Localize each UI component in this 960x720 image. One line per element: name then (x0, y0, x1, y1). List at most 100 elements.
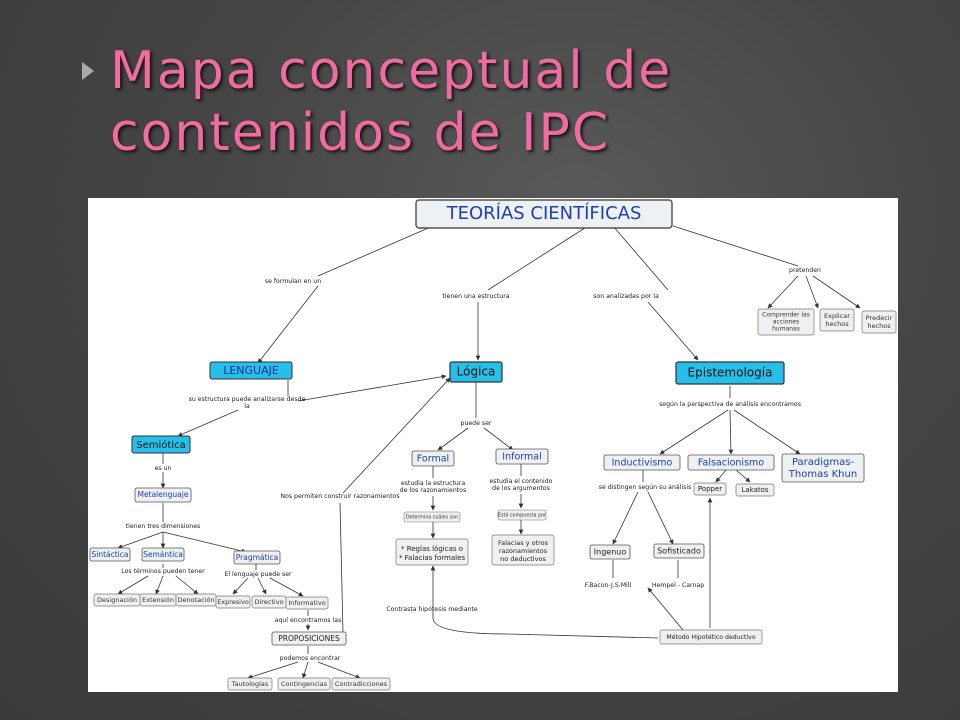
svg-text:* Reglas lógicas o: * Reglas lógicas o (401, 545, 463, 553)
label-podemos: podemos encontrar (280, 655, 341, 662)
node-popper[interactable]: Popper (693, 482, 727, 496)
node-logica[interactable]: Lógica (449, 361, 503, 383)
node-extension[interactable]: Extensión (139, 593, 177, 607)
concept-map: TEORÍAS CIENTÍFICAS LENGUAJE Lógica Epis… (89, 199, 897, 691)
node-paradigmas[interactable]: Paradigmas- Thomas Khun (781, 453, 865, 483)
svg-text:Inductivismo: Inductivismo (612, 458, 673, 469)
bullet-arrow-icon (82, 62, 94, 80)
svg-text:Determina cuáles son: Determina cuáles son (406, 514, 458, 521)
svg-text:Epistemología: Epistemología (688, 366, 773, 380)
svg-text:Sintáctica: Sintáctica (91, 550, 128, 559)
svg-text:Predecir: Predecir (866, 314, 893, 322)
node-pragmatica[interactable]: Pragmática (233, 550, 281, 565)
node-predecir[interactable]: Predecir hechos (861, 310, 897, 334)
svg-text:Popper: Popper (698, 485, 722, 493)
label-analizarse-1: su estructura puede analizarse desde (189, 396, 306, 403)
node-lenguaje[interactable]: LENGUAJE (209, 361, 293, 380)
node-metodo[interactable]: Método Hipotético deductivo (659, 629, 763, 645)
label-hempel: Hempel - Carnap (652, 582, 704, 589)
node-contingencias[interactable]: Contingencias (277, 677, 331, 691)
svg-text:Thomas Khun: Thomas Khun (788, 469, 857, 480)
label-analizarse-2: la (244, 403, 250, 410)
svg-text:Lógica: Lógica (457, 365, 496, 379)
label-estudia-1b: de los razonamientos (400, 487, 466, 494)
svg-text:Tautologías: Tautologías (231, 680, 269, 688)
label-pretenden: pretenden (789, 267, 821, 274)
svg-text:Contradicciones: Contradicciones (335, 680, 388, 688)
node-explicar[interactable]: Explicar hechos (819, 308, 855, 332)
node-falsacionismo[interactable]: Falsacionismo (687, 454, 775, 471)
node-informativo[interactable]: Informativo (285, 596, 329, 610)
node-comprender[interactable]: Comprender las acciones humanas (757, 308, 815, 336)
label-aqui: aquí encontramos las (275, 616, 342, 624)
label-estructura: tienen una estructura (442, 293, 509, 300)
label-estudia-2a: estudia el contenido (490, 478, 553, 485)
svg-text:Comprender las: Comprender las (762, 312, 810, 319)
svg-text:Falacias y otros: Falacias y otros (498, 539, 549, 547)
node-teorias-cientificas[interactable]: TEORÍAS CIENTÍFICAS (415, 199, 673, 229)
link-labels: se formulan en un tienen una estructura … (121, 267, 821, 662)
label-estudia-2b: de los argumentos (492, 485, 550, 492)
node-ingenuo[interactable]: Ingenuo (589, 544, 631, 560)
node-falacias[interactable]: Falacias y otros razonamientos no deduct… (491, 534, 555, 566)
svg-text:Explicar: Explicar (824, 312, 850, 320)
node-designacion[interactable]: Designación (93, 593, 141, 607)
node-sintactica[interactable]: Sintáctica (89, 547, 131, 562)
svg-text:* Falacias formales: * Falacias formales (399, 554, 465, 562)
label-estudia-1a: estudia la estructura (401, 480, 465, 487)
svg-text:Contingencias: Contingencias (281, 680, 328, 688)
node-denotacion[interactable]: Denotación (175, 593, 217, 607)
svg-text:razonamientos: razonamientos (499, 547, 548, 555)
label-lenguaje-puede: El lenguaje puede ser (224, 571, 292, 578)
label-permiten: Nos permiten construir razonamientos (280, 493, 399, 500)
node-inductivismo[interactable]: Inductivismo (603, 454, 681, 471)
svg-text:Denotación: Denotación (177, 596, 214, 604)
node-sofisticado[interactable]: Sofisticado (653, 543, 705, 559)
svg-text:Directivo: Directivo (254, 598, 283, 606)
svg-text:Semiótica: Semiótica (136, 439, 185, 451)
svg-text:no deductivos: no deductivos (500, 555, 546, 563)
title-line-2: contenidos de IPC (110, 103, 611, 163)
node-semantica[interactable]: Semántica (141, 547, 185, 562)
svg-text:acciones: acciones (773, 319, 799, 326)
label-tienentres: tienen tres dimensiones (126, 523, 200, 530)
svg-text:hechos: hechos (867, 322, 891, 330)
concept-map-frame: TEORÍAS CIENTÍFICAS LENGUAJE Lógica Epis… (88, 198, 898, 692)
svg-text:Paradigmas-: Paradigmas- (792, 457, 855, 468)
node-lakatos[interactable]: Lakatos (735, 483, 775, 497)
svg-text:Designación: Designación (97, 596, 137, 604)
svg-text:Método Hipotético deductivo: Método Hipotético deductivo (666, 633, 755, 641)
node-expresivo[interactable]: Expresivo (215, 595, 251, 609)
edges (117, 225, 861, 679)
svg-text:TEORÍAS CIENTÍFICAS: TEORÍAS CIENTÍFICAS (446, 202, 642, 224)
svg-text:Informativo: Informativo (288, 599, 325, 607)
svg-text:Lakatos: Lakatos (741, 486, 768, 494)
svg-text:Formal: Formal (417, 454, 449, 465)
node-formal[interactable]: Formal (411, 450, 455, 467)
node-compuesta[interactable]: Está compuesta por (497, 509, 547, 521)
node-contradicciones[interactable]: Contradicciones (331, 677, 391, 691)
node-directivo[interactable]: Directivo (251, 595, 287, 609)
label-bacon: F.Bacon-J.S.Mill (585, 582, 632, 589)
svg-text:hechos: hechos (825, 320, 849, 328)
svg-text:LENGUAJE: LENGUAJE (223, 364, 279, 377)
page-title: Mapa conceptual de contenidos de IPC (110, 40, 930, 164)
node-semiotica[interactable]: Semiótica (131, 435, 191, 454)
node-metalenguaje[interactable]: Metalenguaje (134, 487, 192, 503)
label-contrasta: Contrasta hipótesis mediante (386, 605, 478, 613)
node-reglas[interactable]: * Reglas lógicas o * Falacias formales (395, 538, 469, 566)
svg-text:Semántica: Semántica (143, 550, 183, 559)
label-perspectiva: según la perspectiva de análisis encontr… (659, 400, 801, 408)
node-epistemologia[interactable]: Epistemología (675, 361, 785, 385)
node-tautologias[interactable]: Tautologías (227, 677, 273, 691)
svg-text:Metalenguaje: Metalenguaje (138, 490, 189, 499)
svg-text:Expresivo: Expresivo (217, 598, 249, 606)
svg-text:PROPOSICIONES: PROPOSICIONES (278, 634, 340, 643)
node-proposiciones[interactable]: PROPOSICIONES (271, 631, 347, 646)
node-informal[interactable]: Informal (495, 448, 549, 465)
svg-text:Falsacionismo: Falsacionismo (698, 458, 764, 469)
label-analizadas: son analizadas por la (593, 293, 659, 300)
label-puedeser: puede ser (461, 420, 492, 427)
node-determina[interactable]: Determina cuáles son (403, 511, 461, 523)
label-formulan: se formulan en un (265, 278, 321, 285)
